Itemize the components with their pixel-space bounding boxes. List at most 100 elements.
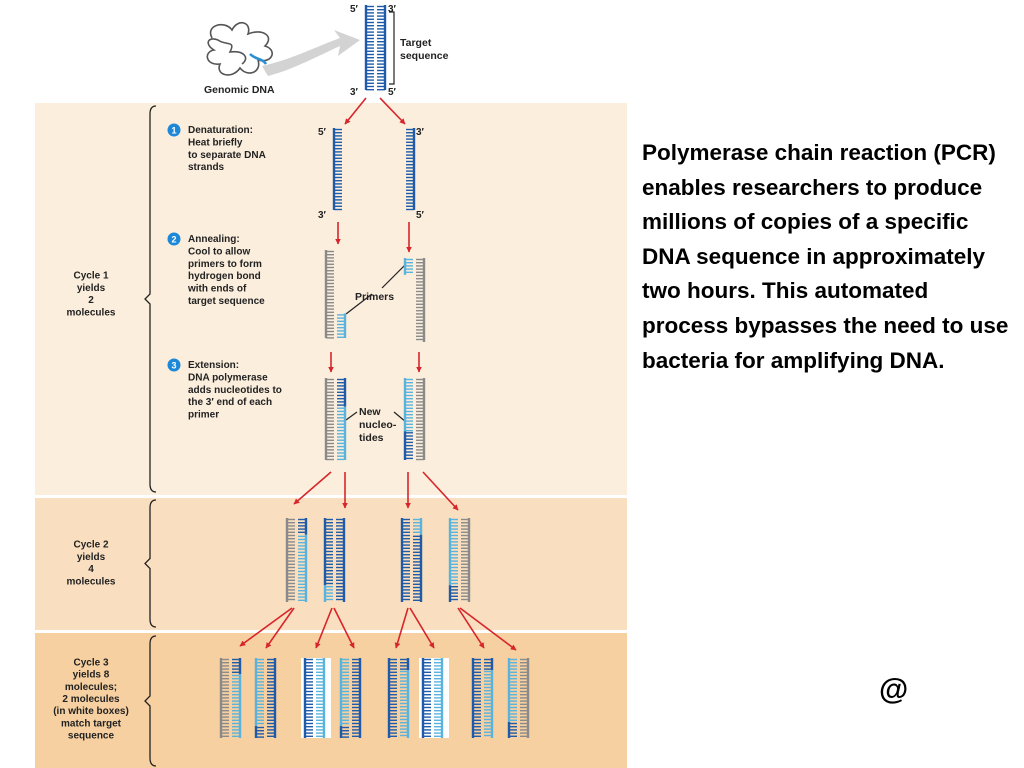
cycle-2-label-line: molecules xyxy=(67,576,116,587)
step-3-number-badge xyxy=(167,358,181,372)
new-nucleotides-pointer-left xyxy=(345,411,358,421)
step-2-number-badge xyxy=(167,232,181,246)
step-1-line: strands xyxy=(188,162,225,173)
cycle2-duplex-1-right xyxy=(298,518,308,602)
top-5prime-right: 5′ xyxy=(388,87,397,98)
cycle-2-brace xyxy=(144,499,157,628)
step-2-line: primers to form xyxy=(188,259,262,270)
step-3-line: adds nucleotides to xyxy=(188,385,282,396)
target-bracket xyxy=(389,11,395,85)
cycle3-duplex-7-left xyxy=(471,658,481,738)
step3-duplex-right-right xyxy=(416,378,426,461)
step-2-line: with ends of xyxy=(187,284,247,295)
cycle3-duplex-5-right xyxy=(400,658,410,738)
cycle-1-label-line: yields xyxy=(77,283,106,294)
cycle-3-label-line: molecules; xyxy=(65,682,117,693)
step-2-line: target sequence xyxy=(188,296,265,307)
flow-arrow xyxy=(315,607,333,649)
cycle-1-brace xyxy=(144,105,157,493)
target-duplex-left xyxy=(364,5,374,91)
target-label-2: sequence xyxy=(400,50,449,62)
step-1-number: 1 xyxy=(171,126,176,136)
step-3-number: 3 xyxy=(171,361,176,371)
cycle3-duplex-8-right xyxy=(520,658,530,738)
cycle2-duplex-4-right xyxy=(461,518,471,602)
cycle3-duplex-4-left xyxy=(339,658,349,738)
strand-5prime-right: 5′ xyxy=(416,210,425,221)
pcr-diagram: Genomic DNA Target sequence 5′ 3′ 3′ 5′ … xyxy=(35,4,627,768)
cycle3-duplex-2-right xyxy=(267,658,277,738)
strand-5prime-left: 5′ xyxy=(318,127,327,138)
new-nucleotides-label-3: tides xyxy=(359,432,384,444)
cycle-3-label-line: match target xyxy=(61,718,122,729)
flow-arrow xyxy=(239,607,293,647)
flow-arrow xyxy=(459,607,517,651)
strand-3prime-left: 3′ xyxy=(318,210,327,221)
cycle3-duplex-2-left xyxy=(254,658,264,738)
cycle-3-label-line: 2 molecules xyxy=(62,694,120,705)
flow-arrow xyxy=(422,471,459,511)
flow-arrow xyxy=(457,607,485,649)
step2-primer-right xyxy=(403,258,413,275)
cycle-2-label-line: 4 xyxy=(88,564,94,575)
flow-arrow xyxy=(293,471,332,505)
new-nucleotides-label-1: New xyxy=(359,406,381,418)
step-1-line: Heat briefly xyxy=(188,137,243,148)
step-1-line: Denaturation: xyxy=(188,125,253,136)
flow-arrow xyxy=(265,607,295,649)
cycle2-duplex-3-right xyxy=(413,518,423,602)
step2-template-left xyxy=(324,250,334,339)
primers-pointer-left xyxy=(345,293,373,315)
step-1-line: to separate DNA xyxy=(188,150,266,161)
step-3-line: the 3′ end of each xyxy=(188,397,272,408)
cycle-2-label-line: Cycle 2 xyxy=(73,540,108,551)
primers-label: Primers xyxy=(355,291,394,303)
step-3-line: Extension: xyxy=(188,360,239,371)
step3-duplex-left-left xyxy=(324,378,334,461)
step-2-line: Annealing: xyxy=(188,234,240,245)
cycle2-duplex-4-left xyxy=(448,518,458,602)
genomic-dna-label: Genomic DNA xyxy=(204,84,275,96)
flow-arrow xyxy=(344,97,367,125)
flow-arrow xyxy=(379,97,406,125)
cycle3-duplex-8-left xyxy=(507,658,517,738)
cycle2-duplex-3-left xyxy=(400,518,410,602)
new-nucleotides-label-2: nucleo- xyxy=(359,419,397,431)
step1-strand-right xyxy=(406,128,416,211)
cycle3-duplex-4-right xyxy=(352,658,362,738)
flow-arrow xyxy=(409,607,435,649)
cycle3-duplex-7-right xyxy=(484,658,494,738)
primers-pointer-right xyxy=(381,263,407,289)
cycle3-duplex-1-right xyxy=(232,658,242,738)
flow-arrow xyxy=(333,607,355,649)
cycle-1-label-line: 2 xyxy=(88,295,94,306)
cycle-3-label-line: Cycle 3 xyxy=(73,657,108,668)
zoom-arrow xyxy=(262,30,360,76)
genomic-dna-target-segment xyxy=(249,53,268,65)
step3-duplex-left-right xyxy=(337,378,347,461)
cycle-1-label-line: molecules xyxy=(67,307,116,318)
cycle-3-label-line: (in white boxes) xyxy=(53,706,129,717)
target-duplex-right xyxy=(377,5,387,91)
step-2-line: Cool to allow xyxy=(188,246,250,257)
step2-primer-left xyxy=(337,313,347,338)
cycle-3-brace xyxy=(144,635,157,767)
cycle3-duplex-3-right xyxy=(316,658,326,738)
cycle-3-label-line: sequence xyxy=(68,731,115,742)
top-5prime-left: 5′ xyxy=(350,4,359,15)
cycle-3-label-line: yields 8 xyxy=(73,670,110,681)
top-3prime-left: 3′ xyxy=(350,87,359,98)
strand-3prime-right: 3′ xyxy=(416,127,425,138)
step-1-number-badge xyxy=(167,123,181,137)
genomic-dna-squiggle xyxy=(206,22,273,76)
pcr-caption: Polymerase chain reaction (PCR) enables … xyxy=(642,140,1009,373)
cycle-2-label-line: yields xyxy=(77,552,106,563)
cycle-1-label-line: Cycle 1 xyxy=(73,271,108,282)
top-3prime-right: 3′ xyxy=(388,4,397,15)
corner-at-mark: @ xyxy=(879,673,909,706)
step-2-number: 2 xyxy=(171,235,176,245)
step-3-line: DNA polymerase xyxy=(188,372,268,383)
cycle3-duplex-6-right xyxy=(434,658,444,738)
step2-template-right xyxy=(416,258,426,342)
cycle3-duplex-6-left xyxy=(421,658,431,738)
